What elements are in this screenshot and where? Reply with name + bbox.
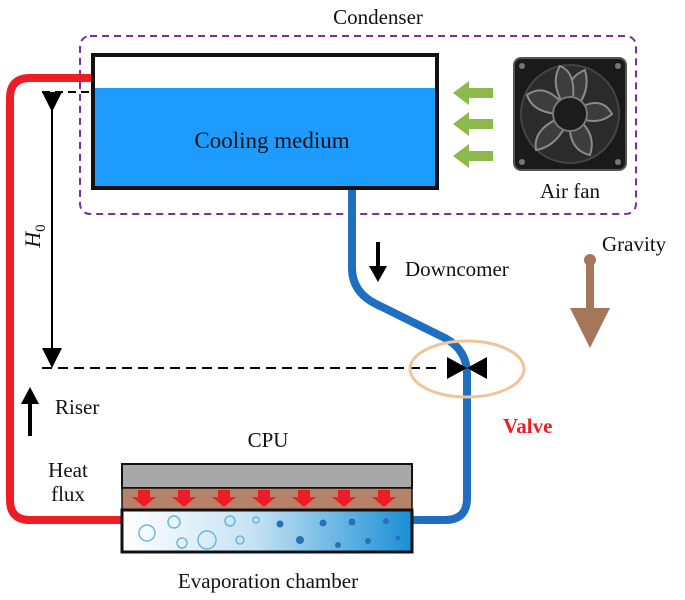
air-flow-arrows: [453, 81, 493, 168]
vapor-bubbles: [138, 515, 260, 550]
gravity-label: Gravity: [602, 232, 667, 256]
air-arrow-1: [453, 81, 493, 105]
evaporation-chamber-label: Evaporation chamber: [178, 569, 358, 593]
cooling-medium-fill: [93, 88, 437, 188]
downcomer-label: Downcomer: [405, 257, 509, 281]
valve-highlight-ring: [408, 339, 526, 399]
cooling-medium-label: Cooling medium: [194, 128, 349, 153]
heat-flux-label-line1: Heat: [48, 458, 88, 482]
h0-sub: 0: [33, 224, 49, 232]
air-arrow-2: [453, 112, 493, 136]
condenser-tank: [91, 53, 439, 190]
riser-flow-arrow: [21, 387, 39, 436]
downcomer-flow-arrow: [369, 242, 387, 282]
heat-flux-arrows: [132, 490, 396, 507]
valve-icon: [447, 357, 487, 379]
h0-main: H: [20, 231, 45, 249]
air-arrow-3: [453, 144, 493, 168]
riser-pipe: [6, 74, 124, 524]
cpu-plate: [121, 463, 413, 489]
condenser-label: Condenser: [333, 5, 423, 29]
cpu-label: CPU: [248, 428, 289, 452]
air-fan-label: Air fan: [540, 179, 601, 203]
condenser-region: [79, 35, 637, 215]
riser-label: Riser: [55, 395, 99, 419]
liquid-droplets: [276, 518, 401, 548]
fan-icon: [513, 57, 627, 171]
heat-flux-label-line2: flux: [51, 482, 85, 506]
h0-label: H0: [20, 224, 49, 248]
valve-label: Valve: [503, 414, 552, 438]
gravity-arrow: [570, 254, 610, 348]
evaporation-chamber: [120, 508, 414, 554]
downcomer-pipe: [348, 190, 471, 524]
